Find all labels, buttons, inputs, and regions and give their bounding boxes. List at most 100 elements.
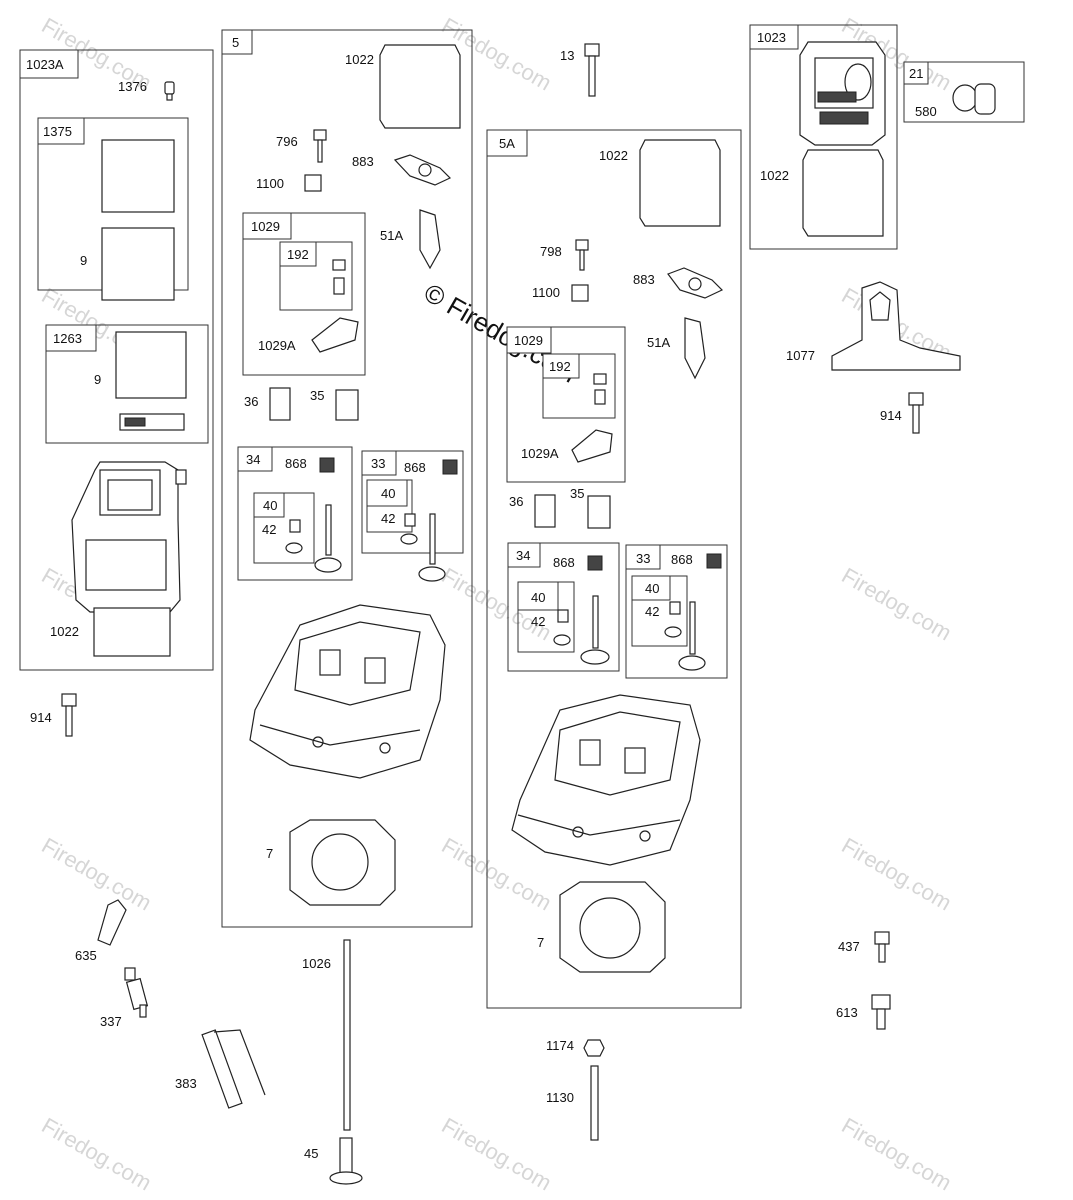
part-label: 883 bbox=[633, 272, 655, 287]
part-label: 7 bbox=[266, 846, 273, 861]
spark-plug-boot-part bbox=[97, 899, 127, 946]
rocker-arm-part bbox=[571, 429, 613, 463]
gasket-part bbox=[115, 331, 187, 399]
screw-part bbox=[313, 129, 327, 163]
gasket-part bbox=[101, 139, 175, 213]
part-label: 883 bbox=[352, 154, 374, 169]
kit-1023: 1023 1022 bbox=[749, 24, 898, 250]
part-label: 7 bbox=[537, 935, 544, 950]
part-label: 1022 bbox=[50, 624, 79, 639]
part-label: 868 bbox=[285, 456, 307, 471]
part-label: 868 bbox=[553, 555, 575, 570]
gasket-part bbox=[101, 227, 175, 301]
keeper-part bbox=[557, 609, 569, 623]
part-label: 1376 bbox=[118, 79, 147, 94]
kit-label: 5 bbox=[232, 35, 239, 50]
valve-part bbox=[678, 601, 706, 671]
part-label: 798 bbox=[540, 244, 562, 259]
part-label: 383 bbox=[175, 1076, 197, 1091]
cylinder-head-part bbox=[249, 604, 446, 779]
part-label: 42 bbox=[531, 614, 545, 629]
part-label: 36 bbox=[244, 394, 258, 409]
part-label: 796 bbox=[276, 134, 298, 149]
part-label: 1100 bbox=[532, 285, 560, 300]
head-gasket-part bbox=[289, 819, 396, 906]
kit-label: 1023 bbox=[757, 30, 786, 45]
part-label: 868 bbox=[404, 460, 426, 475]
keeper-part bbox=[404, 513, 416, 527]
cylinder-head-part bbox=[511, 694, 701, 866]
kit-5A: 5A 1022 798 883 1100 51A 1029 192 1029A … bbox=[486, 129, 742, 1009]
seal-part bbox=[442, 459, 458, 475]
watermark: Firedog.com bbox=[838, 1113, 956, 1196]
kit-label: 5A bbox=[499, 136, 515, 151]
part-label: 9 bbox=[80, 253, 87, 268]
bolt-part bbox=[871, 994, 891, 1030]
bracket-part bbox=[831, 281, 961, 371]
part-label: 868 bbox=[671, 552, 693, 567]
kit-label: 21 bbox=[909, 66, 923, 81]
pushrod-part bbox=[343, 939, 351, 1131]
kit-label: 1029 bbox=[251, 219, 280, 234]
part-label: 42 bbox=[645, 604, 659, 619]
kit-label: 40 bbox=[531, 590, 545, 605]
part-label: 51A bbox=[647, 335, 670, 350]
watermark: Firedog.com bbox=[38, 833, 156, 916]
part-label: 13 bbox=[560, 48, 574, 63]
screw-part bbox=[164, 81, 175, 101]
valve-part bbox=[314, 504, 342, 573]
part-label: 1022 bbox=[599, 148, 628, 163]
retainer-part bbox=[553, 634, 571, 646]
kit-label: 1375 bbox=[43, 124, 72, 139]
part-label: 42 bbox=[262, 522, 276, 537]
retainer-part bbox=[285, 542, 303, 554]
seal-part bbox=[587, 555, 603, 571]
valve-cover-part bbox=[71, 461, 187, 613]
retainer-part bbox=[664, 626, 682, 638]
rocker-arm-part bbox=[311, 317, 359, 353]
seal-part bbox=[706, 553, 722, 569]
gasket-part bbox=[639, 139, 721, 227]
nut-part bbox=[583, 1039, 605, 1057]
watermark: Firedog.com bbox=[838, 833, 956, 916]
keeper-part bbox=[669, 601, 681, 615]
kit-label: 34 bbox=[516, 548, 530, 563]
watermark: Firedog.com bbox=[38, 1113, 156, 1196]
part-label: 437 bbox=[838, 939, 860, 954]
watermark: Firedog.com bbox=[438, 1113, 556, 1196]
guide-part bbox=[571, 284, 589, 302]
part-label: 1029A bbox=[258, 338, 296, 353]
spring-part bbox=[269, 387, 291, 421]
bolt-part bbox=[61, 693, 77, 737]
part-label: 35 bbox=[310, 388, 324, 403]
gasket-part bbox=[419, 209, 441, 270]
part-label: 580 bbox=[915, 104, 937, 119]
spark-plug-part bbox=[124, 967, 149, 1018]
head-gasket-part bbox=[559, 881, 666, 973]
kit-label: 40 bbox=[381, 486, 395, 501]
screw-part bbox=[575, 239, 589, 271]
part-label: 45 bbox=[304, 1146, 318, 1161]
kit-label: 1023A bbox=[26, 57, 64, 72]
bolt-part bbox=[874, 931, 890, 963]
stud-part bbox=[590, 1065, 599, 1141]
valve-part bbox=[580, 595, 610, 665]
part-label: 51A bbox=[380, 228, 403, 243]
valve-cover-part bbox=[799, 41, 886, 146]
part-label: 1174 bbox=[546, 1038, 574, 1053]
part-label: 1130 bbox=[546, 1090, 574, 1105]
part-label: 1100 bbox=[256, 176, 284, 191]
valve-part bbox=[418, 513, 446, 582]
kit-label: 1029 bbox=[514, 333, 543, 348]
spring-part bbox=[335, 389, 359, 421]
kit-label: 1263 bbox=[53, 331, 82, 346]
retainer-part bbox=[400, 533, 418, 545]
part-label: 635 bbox=[75, 948, 97, 963]
part-label: 914 bbox=[30, 710, 52, 725]
part-label: 1029A bbox=[521, 446, 559, 461]
gasket-part bbox=[802, 149, 884, 237]
keeper-part bbox=[289, 519, 301, 533]
part-label: 1026 bbox=[302, 956, 331, 971]
part-label: 337 bbox=[100, 1014, 122, 1029]
